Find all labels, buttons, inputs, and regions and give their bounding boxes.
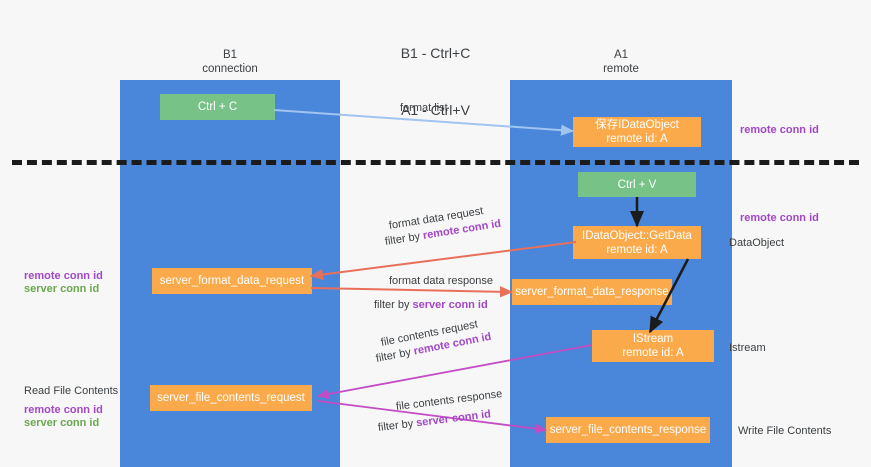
node-server-format-data-response-label: server_format_data_response <box>515 286 669 298</box>
side-label-istream: Istream <box>729 342 766 354</box>
node-istream[interactable]: IStream remote id: A <box>592 330 714 362</box>
filter-prefix-2: filter by <box>374 299 413 311</box>
node-istream-label: IStream <box>632 333 674 345</box>
node-server-format-data-request-label: server_format_data_request <box>159 275 305 287</box>
edge-label-file-contents-response-filter: filter by server conn id <box>377 407 492 435</box>
node-istream-sub: remote id: A <box>622 347 684 359</box>
node-ctrl-v-label: Ctrl + V <box>617 178 657 191</box>
section-divider <box>12 160 859 165</box>
node-save-idataobject[interactable]: 保存IDataObject remote id: A <box>573 117 701 147</box>
arrow-format-data-response <box>310 286 514 298</box>
node-ctrl-v[interactable]: Ctrl + V <box>578 172 696 197</box>
node-ctrl-c-label: Ctrl + C <box>197 101 238 113</box>
node-server-file-contents-response[interactable]: server_file_contents_response <box>546 417 710 443</box>
edge-label-format-data-response: format data response <box>389 275 493 287</box>
node-server-format-data-response[interactable]: server_format_data_response <box>512 279 672 305</box>
side-label-left-server-conn-id-2: server conn id <box>24 417 100 429</box>
filter-key-server-conn-id-2: server conn id <box>415 408 492 430</box>
node-server-file-contents-request-label: server_file_contents_request <box>157 392 305 404</box>
node-server-file-contents-request[interactable]: server_file_contents_request <box>150 385 312 411</box>
node-idataobject-getdata[interactable]: IDataObject::GetData remote id: A <box>573 226 701 259</box>
column-header-a1: A1 remote <box>510 48 732 76</box>
node-server-file-contents-response-label: server_file_contents_response <box>549 424 707 436</box>
side-label-write-file-contents: Write File Contents <box>738 425 832 437</box>
node-idataobject-getdata-label: IDataObject::GetData <box>582 229 692 242</box>
side-label-left-remote-conn-id-2: remote conn id <box>24 404 103 416</box>
side-label-left-server-conn-id: server conn id <box>24 283 100 295</box>
side-label-remote-conn-id-mid: remote conn id <box>740 212 819 224</box>
title-line-1: B1 - Ctrl+C <box>400 45 471 61</box>
filter-prefix-4: filter by <box>377 417 417 434</box>
side-label-remote-conn-id-top: remote conn id <box>740 124 819 136</box>
column-header-a1-role: remote <box>603 63 639 75</box>
edge-label-format-list: format list <box>400 102 448 114</box>
column-header-b1-name: B1 <box>222 49 238 61</box>
side-label-left-remote-conn-id: remote conn id <box>24 270 103 282</box>
column-header-a1-name: A1 <box>613 49 629 61</box>
filter-key-server-conn-id-1: server conn id <box>412 299 488 311</box>
column-header-b1-role: connection <box>202 63 258 75</box>
node-save-idataobject-label: 保存IDataObject <box>595 119 679 131</box>
node-save-idataobject-sub: remote id: A <box>606 133 668 145</box>
node-ctrl-c[interactable]: Ctrl + C <box>160 94 275 120</box>
column-header-b1: B1 connection <box>120 48 340 76</box>
edge-label-format-data-response-filter: filter by server conn id <box>374 298 488 312</box>
side-label-dataobject: DataObject <box>729 237 785 249</box>
node-server-format-data-request[interactable]: server_format_data_request <box>152 268 312 294</box>
node-idataobject-getdata-sub: remote id: A <box>606 243 668 256</box>
side-label-read-file-contents: Read File Contents <box>24 385 119 397</box>
filter-prefix-3: filter by <box>374 345 415 365</box>
